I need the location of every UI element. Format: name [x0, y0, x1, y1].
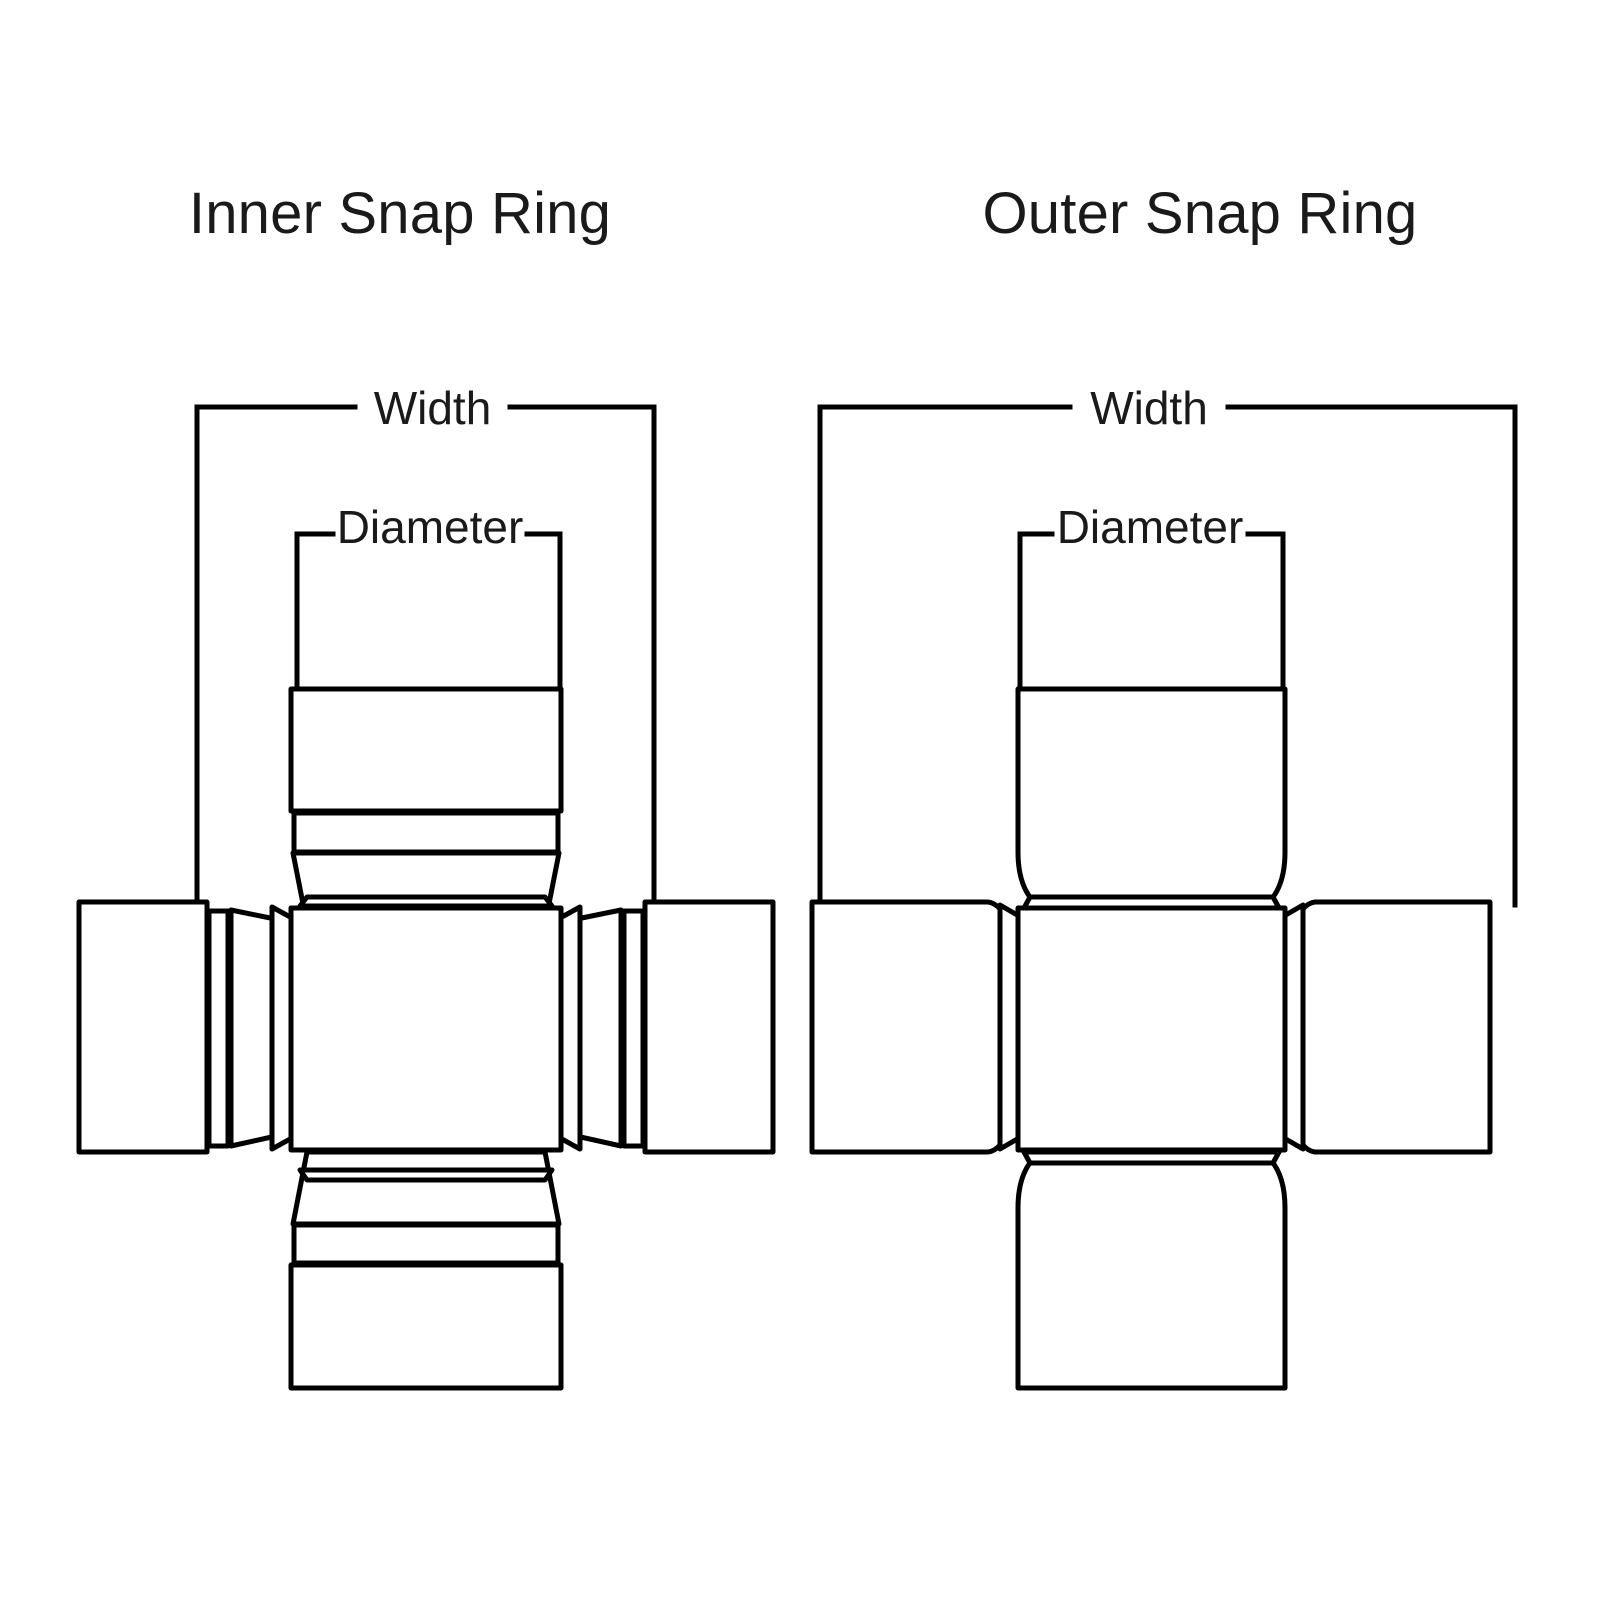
panel-title-outer: Outer Snap Ring [982, 181, 1418, 246]
right-cap-seal-outer [1281, 902, 1306, 1152]
bottom-cap-seal-outer [1021, 1149, 1282, 1166]
bottom-collar-inner [290, 1149, 562, 1227]
left-snap-ring-inner [206, 908, 231, 1149]
width-dimension-outer [817, 404, 1518, 908]
panel-title-inner: Inner Snap Ring [188, 181, 612, 246]
center-body-outer [1015, 905, 1288, 1153]
left-cap-inner [76, 899, 210, 1155]
diameter-label-inner: Diameter [336, 501, 524, 553]
width-label-outer: Width [1090, 382, 1208, 434]
width-dimension-inner [194, 404, 657, 908]
right-seal-inner [557, 904, 583, 1152]
width-label-inner: Width [373, 382, 492, 434]
bottom-seal-inner [297, 1167, 555, 1183]
right-collar-inner [564, 907, 624, 1149]
left-collar-inner [228, 907, 288, 1149]
right-snap-ring-inner [621, 908, 646, 1149]
right-cap-inner [642, 899, 776, 1155]
bottom-snap-ring-inner [291, 1222, 561, 1266]
bottom-cap-inner [288, 1262, 564, 1391]
top-seal-inner [297, 894, 555, 909]
center-body-inner [288, 905, 564, 1153]
diameter-dimension-outer [1017, 531, 1286, 693]
diameter-label-outer: Diameter [1056, 501, 1244, 553]
diameter-dimension-inner [294, 531, 563, 693]
left-seal-inner [269, 904, 295, 1152]
left-cap-seal-outer [997, 902, 1022, 1152]
top-cap-outer [1015, 686, 1288, 921]
top-cap-seal-outer [1021, 894, 1282, 911]
top-snap-ring-inner [291, 810, 561, 855]
top-collar-inner [290, 850, 562, 927]
left-cap-outer [809, 899, 1016, 1155]
right-cap-outer [1287, 899, 1493, 1155]
top-cap-inner [288, 686, 564, 814]
bottom-cap-outer [1015, 1139, 1288, 1391]
